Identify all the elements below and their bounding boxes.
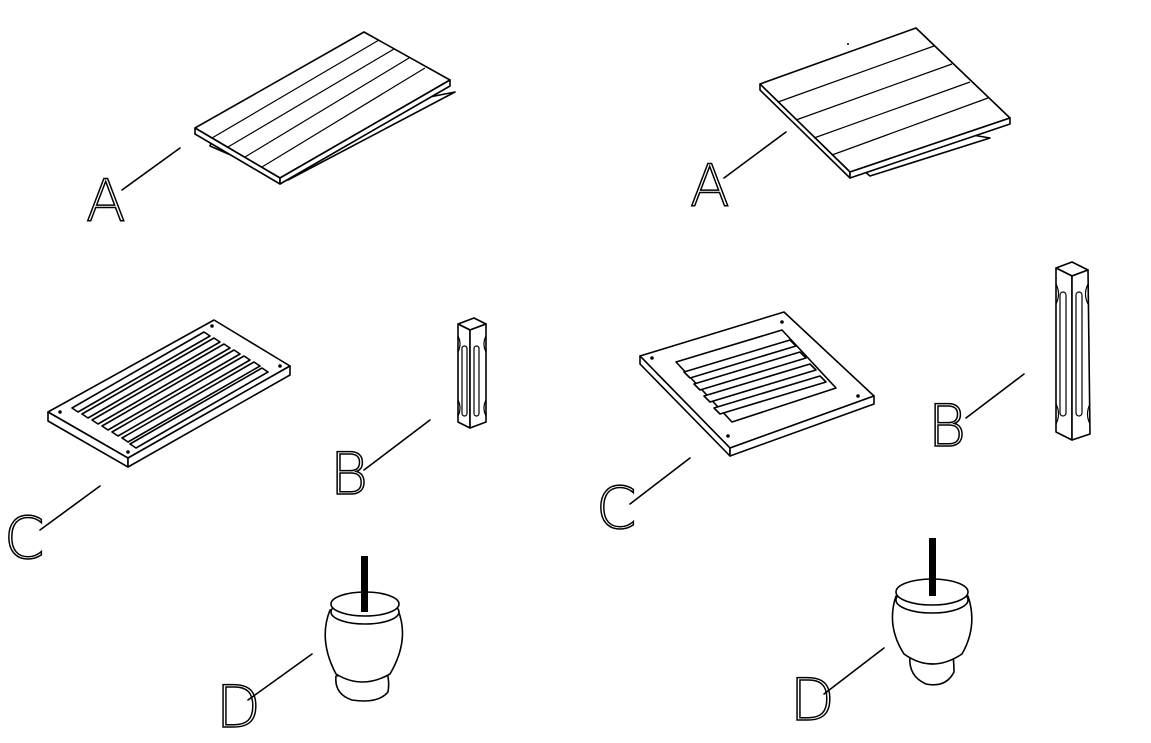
left-label-c: C xyxy=(4,504,45,572)
right-leader-b xyxy=(965,373,1025,419)
right-leader-d xyxy=(823,647,885,695)
right-label-b: B xyxy=(928,392,966,460)
left-leader-c xyxy=(39,485,101,531)
left-label-a: A xyxy=(86,167,126,235)
right-frame-part-c xyxy=(639,311,875,457)
left-tabletop-part-a xyxy=(194,31,456,185)
right-tabletop-part-a xyxy=(759,27,1011,179)
left-leader-d xyxy=(247,653,313,701)
right-leg-part-b xyxy=(1055,261,1091,441)
right-label-d: D xyxy=(790,666,835,734)
left-leg-part-b xyxy=(457,317,487,429)
right-leader-c xyxy=(629,457,691,505)
right-label-a: A xyxy=(690,152,730,220)
right-leader-a xyxy=(723,131,787,179)
right-label-c: C xyxy=(596,474,637,542)
left-label-b: B xyxy=(330,440,368,508)
left-label-d: D xyxy=(216,673,261,741)
left-leader-a xyxy=(121,147,181,191)
left-foot-part-d xyxy=(324,556,404,702)
right-foot-part-d xyxy=(891,538,973,686)
left-frame-part-c xyxy=(47,319,291,468)
left-leader-b xyxy=(363,419,431,471)
